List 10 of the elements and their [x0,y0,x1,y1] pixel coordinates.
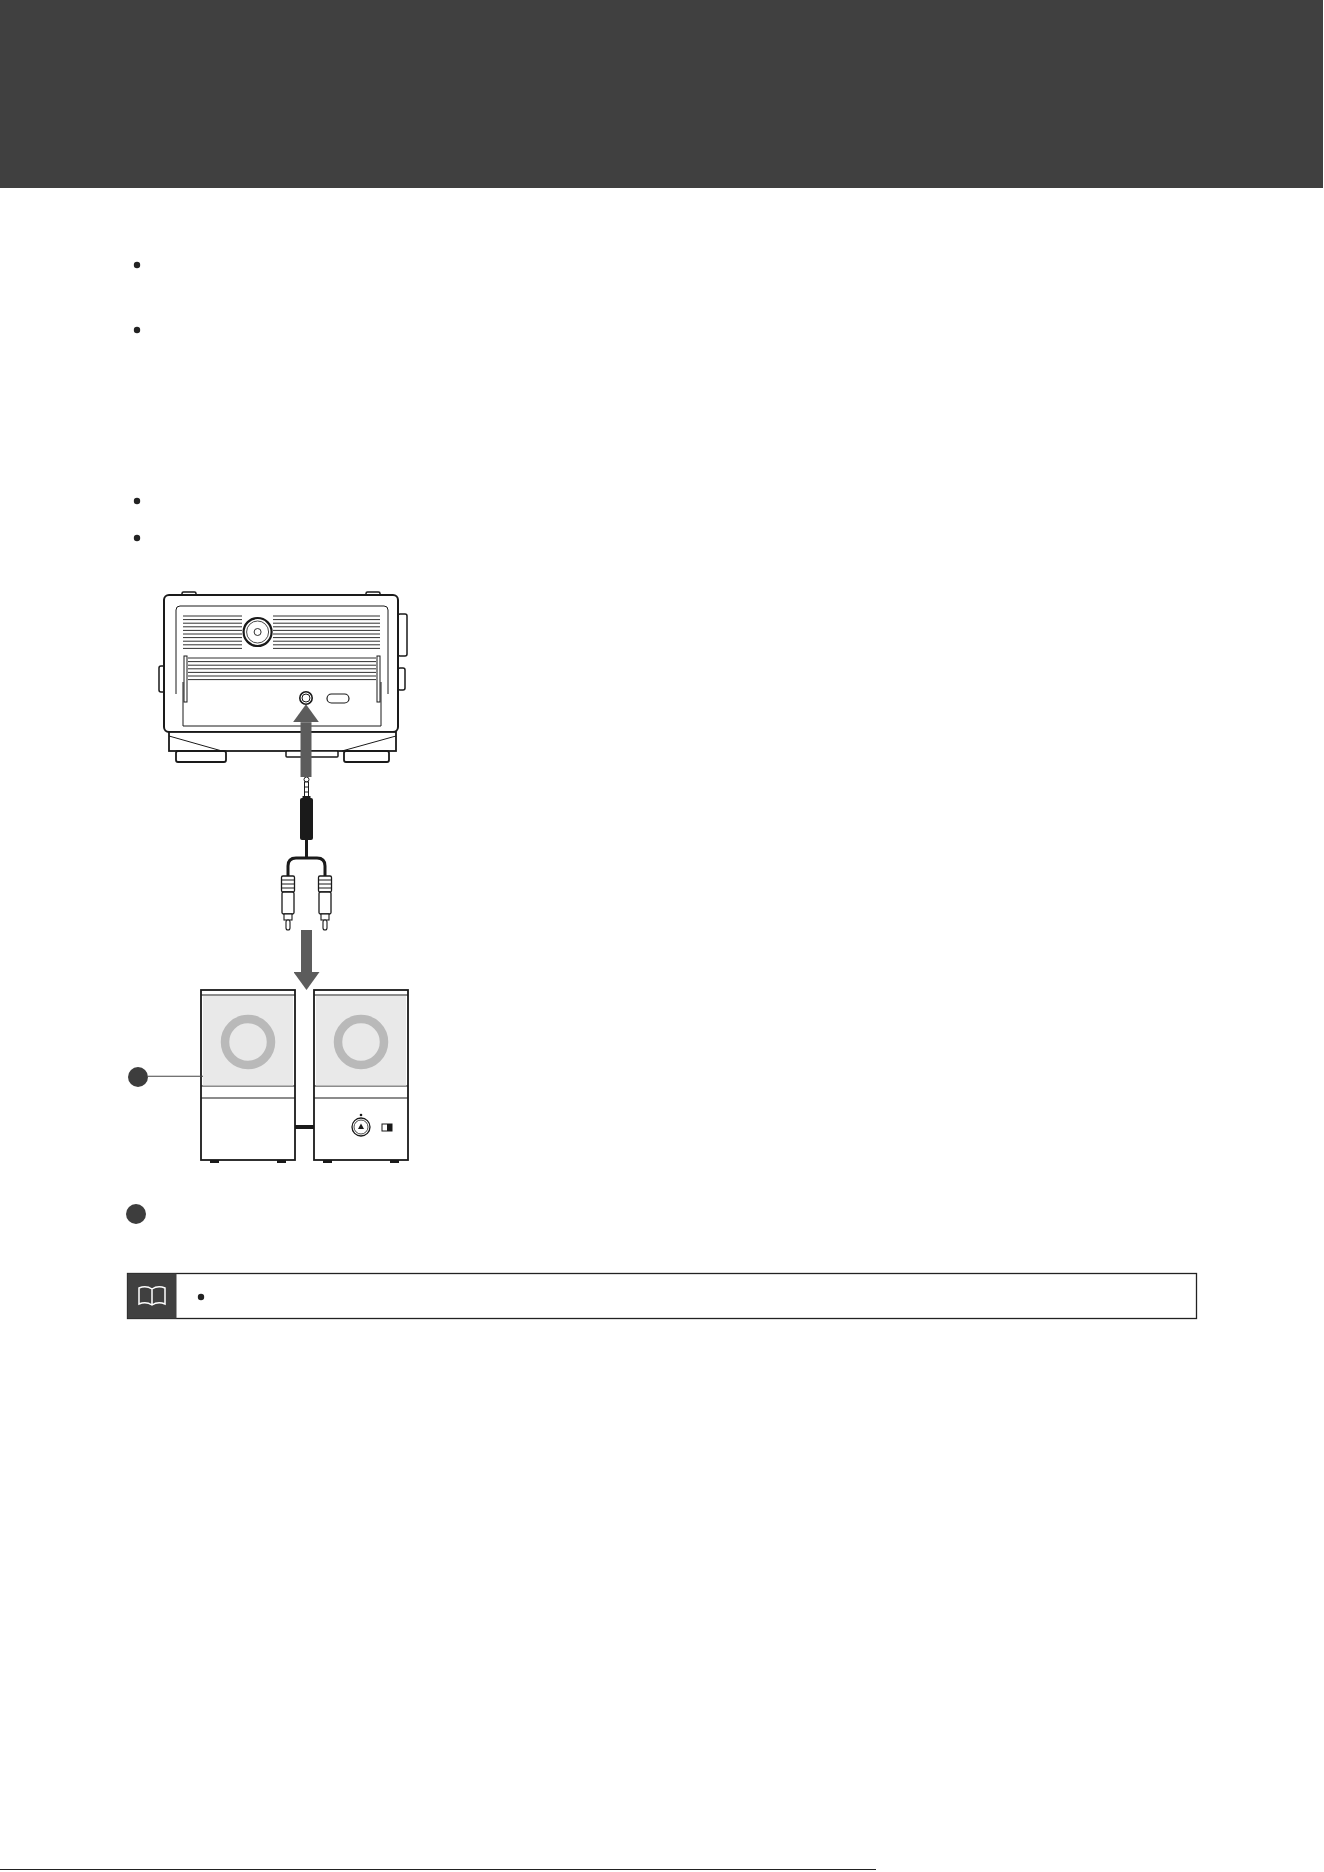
leader-line [147,1075,204,1077]
projector-drawing [158,591,408,763]
jack-socket [299,691,313,705]
speaker-pair-drawing [200,989,409,1163]
callout-marker-icon [128,1067,148,1087]
callout-marker-icon [126,1204,146,1224]
arrow [293,704,319,777]
speaker-grille [203,996,293,1086]
arrow [293,930,320,990]
cable-drawing [280,776,333,931]
